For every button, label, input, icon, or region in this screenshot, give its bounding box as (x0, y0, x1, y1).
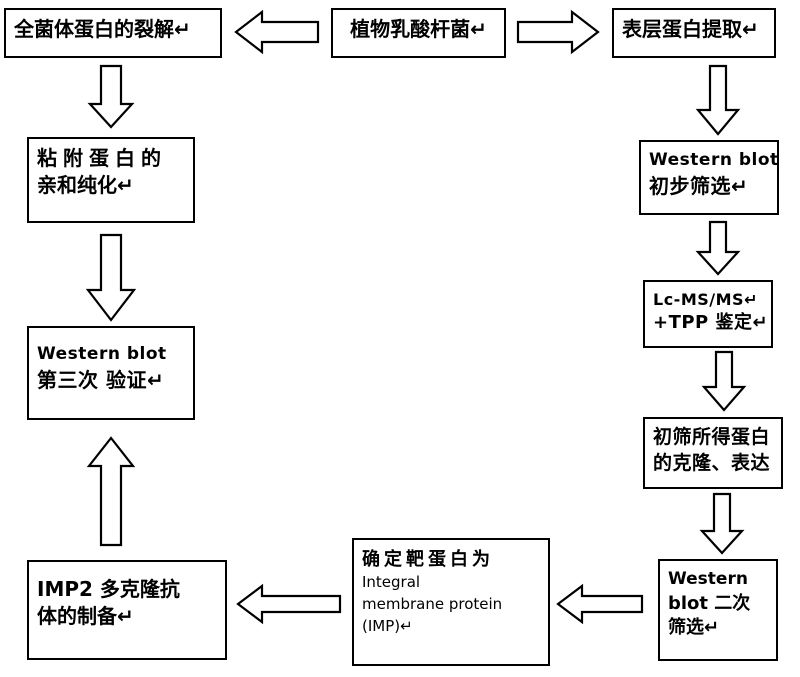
node-clone-express-line-1: 初筛所得蛋白 (653, 426, 771, 448)
node-imp2-antibody: IMP2 多克隆抗 体的制备↵ (27, 560, 227, 660)
node-imp2-antibody-line-1: IMP2 多克隆抗 (37, 577, 180, 601)
node-lcms-line-2: +TPP 鉴定↵ (653, 312, 769, 334)
node-lcms-line-1: Lc-MS/MS↵ (653, 290, 758, 309)
node-wb-initial: Western blot 初步筛选↵ (639, 140, 779, 215)
node-wb-third-line-2: 第三次 验证↵ (37, 367, 165, 392)
arrow-clone-to-wb2 (699, 492, 745, 555)
node-source-line-1: 植物乳酸杆菌↵ (350, 17, 487, 41)
node-wb-third: Western blot 第三次 验证↵ (27, 326, 195, 420)
arrow-source-to-surface (516, 9, 600, 55)
arrow-wb1-to-lcms (695, 220, 741, 276)
node-target-imp-line-3: membrane protein (362, 595, 503, 614)
node-wb-second-line-1: Western (668, 569, 748, 589)
arrow-imp2-to-wb3 (86, 436, 136, 547)
node-target-imp-line-2: Integral (362, 573, 421, 592)
node-adhesion-purify-line-1: 粘附蛋白的 (37, 146, 167, 170)
node-wb-second: Western blot 二次 筛选↵ (658, 559, 778, 661)
node-whole-lysis: 全菌体蛋白的裂解↵ (4, 8, 222, 58)
arrow-adhesion-to-wb3 (85, 233, 137, 322)
node-clone-express: 初筛所得蛋白 的克隆、表达 (643, 417, 783, 489)
arrow-wb2-to-imp (556, 583, 644, 625)
node-target-imp-line-4: (IMP)↵ (362, 616, 413, 635)
arrow-source-to-lysis (234, 9, 320, 55)
node-wb-third-line-1: Western blot (37, 344, 167, 364)
node-clone-express-line-2: 的克隆、表达 (653, 451, 771, 474)
arrow-lcms-to-clone (701, 350, 747, 412)
node-source: 植物乳酸杆菌↵ (331, 8, 506, 58)
node-surface-extract-line-1: 表层蛋白提取↵ (622, 17, 759, 41)
node-adhesion-purify: 粘附蛋白的 亲和纯化↵ (27, 137, 195, 223)
arrow-imp-to-imp2 (236, 583, 342, 625)
node-lcms: Lc-MS/MS↵ +TPP 鉴定↵ (643, 280, 773, 348)
node-imp2-antibody-line-2: 体的制备↵ (37, 604, 134, 628)
node-wb-initial-line-1: Western blot (649, 150, 779, 170)
node-target-imp-line-1: 确定靶蛋白为 (362, 549, 494, 570)
arrow-surface-to-wb1 (695, 64, 741, 136)
node-whole-lysis-line-1: 全菌体蛋白的裂解↵ (14, 17, 191, 41)
node-wb-second-line-2: blot 二次 (668, 592, 751, 614)
node-surface-extract: 表层蛋白提取↵ (612, 8, 776, 58)
node-wb-initial-line-2: 初步筛选↵ (649, 173, 749, 198)
arrow-lysis-to-adhesion (87, 64, 135, 129)
node-wb-second-line-3: 筛选↵ (668, 616, 720, 638)
node-adhesion-purify-line-2: 亲和纯化↵ (37, 173, 134, 197)
node-target-imp: 确定靶蛋白为 Integral membrane protein (IMP)↵ (352, 538, 550, 666)
